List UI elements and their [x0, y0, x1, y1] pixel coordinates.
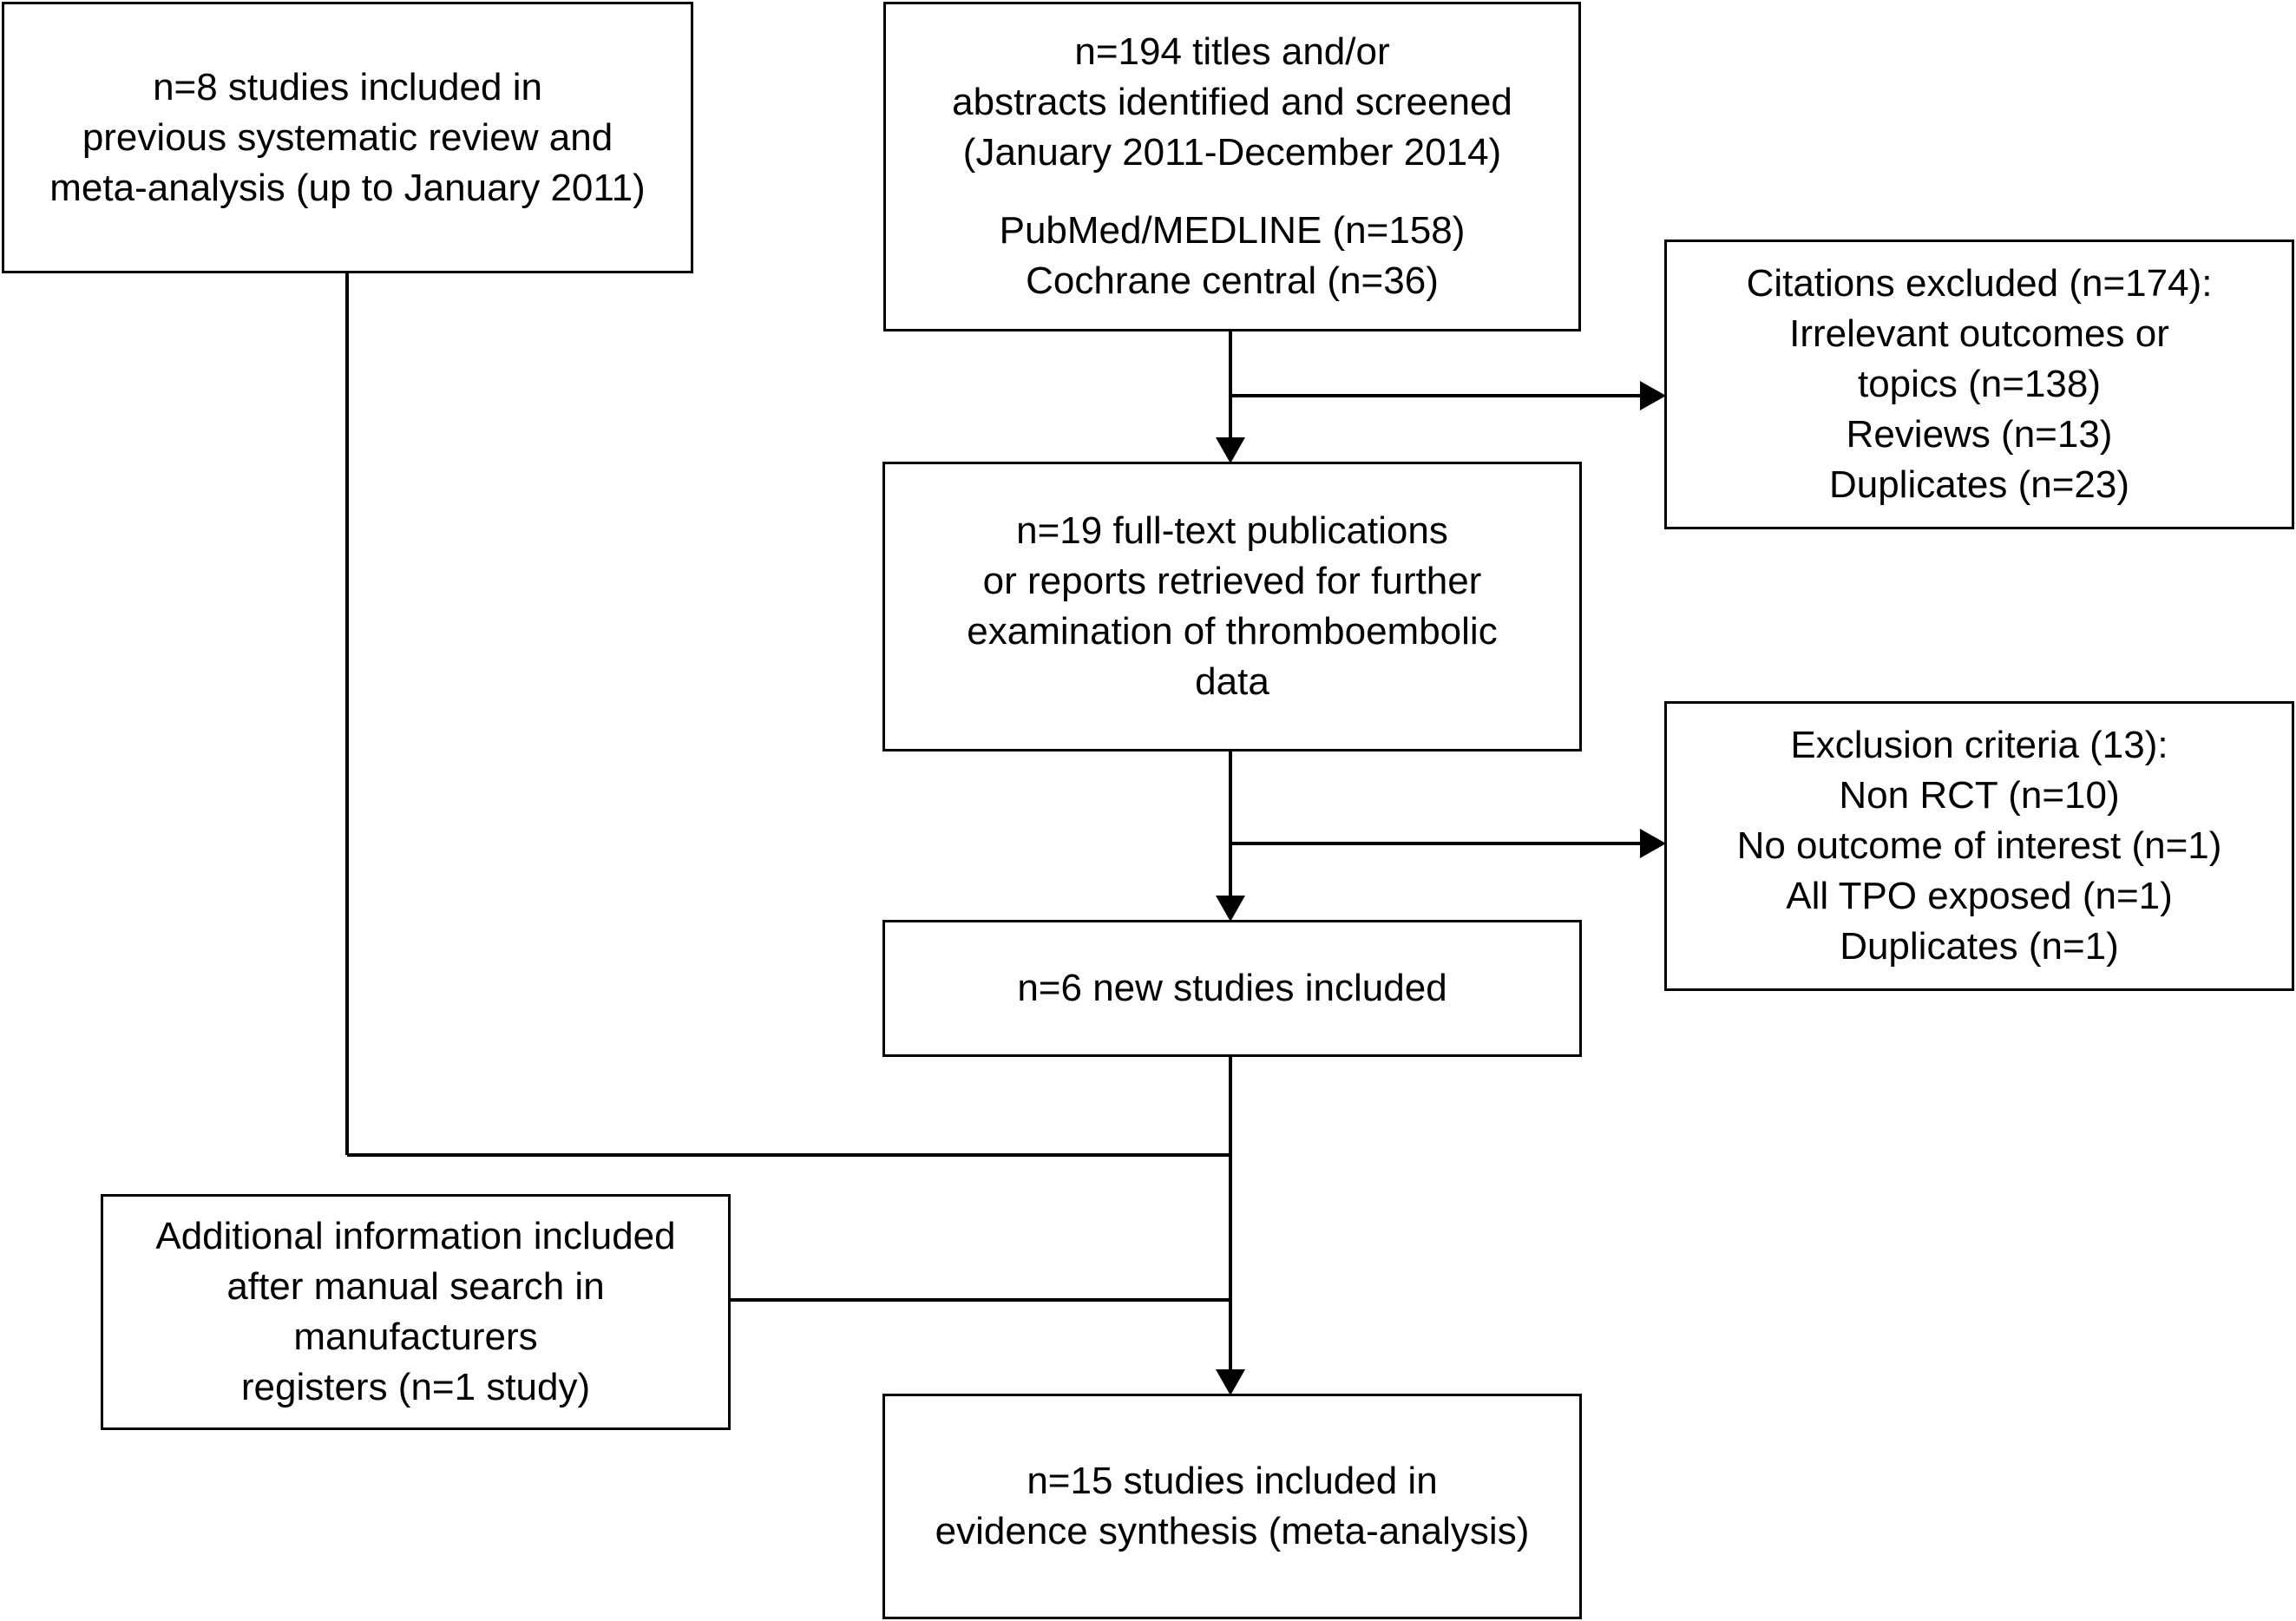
- box-line: abstracts identified and screened: [952, 81, 1512, 123]
- box-line: n=8 studies included in: [153, 65, 542, 108]
- previous-studies-box: n=8 studies included in previous systema…: [2, 2, 693, 273]
- box-line: Reviews (n=13): [1846, 413, 2113, 456]
- box-line: n=15 studies included in: [1027, 1460, 1438, 1502]
- arrowhead-to-final: [1216, 1369, 1245, 1395]
- box-line: meta-analysis (up to January 2011): [49, 166, 646, 209]
- box-line: Citations excluded (n=174):: [1746, 262, 2213, 305]
- box-line: registers (n=1 study): [240, 1366, 591, 1408]
- box-line: Duplicates (n=1): [1840, 925, 2119, 968]
- new-studies-box: n=6 new studies included: [882, 920, 1582, 1057]
- arrowhead-to-newstudies: [1216, 896, 1245, 922]
- arrowhead-to-citations-excluded: [1640, 381, 1666, 410]
- box-line: Irrelevant outcomes or: [1789, 312, 2169, 355]
- box-line: after manual search in: [226, 1265, 605, 1308]
- box-line: evidence synthesis (meta-analysis): [935, 1510, 1530, 1552]
- arrowhead-to-exclusion-criteria: [1640, 829, 1666, 858]
- citations-excluded-box: Citations excluded (n=174): Irrelevant o…: [1664, 240, 2294, 529]
- final-included-box: n=15 studies included in evidence synthe…: [882, 1394, 1582, 1619]
- additional-information-box: Additional information included after ma…: [101, 1194, 731, 1430]
- box-line: data: [1195, 660, 1269, 703]
- records-identified-box: n=194 titles and/or abstracts identified…: [883, 2, 1581, 331]
- full-text-box: n=19 full-text publications or reports r…: [882, 462, 1582, 751]
- box-line: or reports retrieved for further: [982, 560, 1482, 602]
- box-line: All TPO exposed (n=1): [1786, 875, 2173, 917]
- box-line: n=6 new studies included: [1017, 967, 1447, 1009]
- exclusion-criteria-box: Exclusion criteria (13): Non RCT (n=10) …: [1664, 701, 2294, 991]
- source-line: Cochrane central (n=36): [1026, 259, 1439, 302]
- box-line: manufacturers: [293, 1316, 538, 1358]
- box-line: Duplicates (n=23): [1828, 463, 2130, 506]
- arrowhead-to-fulltext: [1216, 437, 1245, 463]
- box-line: Exclusion criteria (13):: [1790, 724, 2168, 766]
- box-line: n=194 titles and/or: [1074, 30, 1390, 73]
- box-line: No outcome of interest (n=1): [1736, 824, 2222, 867]
- box-line: Non RCT (n=10): [1839, 774, 2120, 817]
- source-line: PubMed/MEDLINE (n=158): [999, 209, 1466, 252]
- box-line: n=19 full-text publications: [1016, 509, 1448, 552]
- box-line: (January 2011-December 2014): [962, 131, 1502, 174]
- box-line: topics (n=138): [1857, 363, 2102, 405]
- box-line: examination of thromboembolic: [967, 610, 1498, 653]
- box-line: Additional information included: [155, 1215, 676, 1257]
- box-line: previous systematic review and: [82, 115, 613, 159]
